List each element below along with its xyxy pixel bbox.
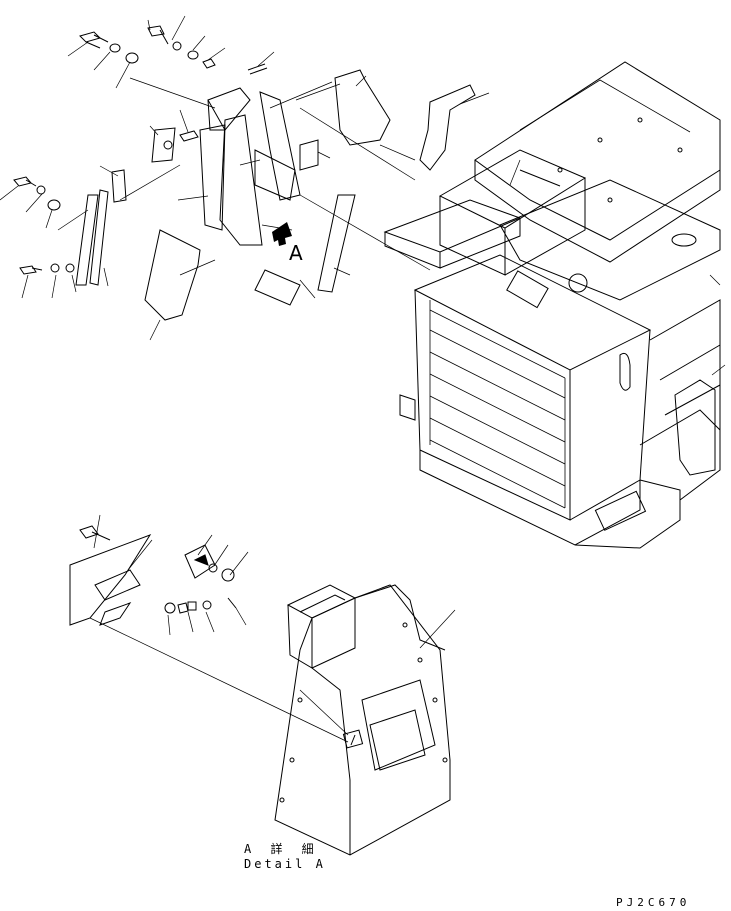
view-label-a: A bbox=[289, 241, 303, 265]
leader-lines bbox=[0, 15, 726, 376]
detail-caption-japanese: A 詳 細 bbox=[244, 842, 320, 856]
bracket-parts bbox=[75, 87, 319, 306]
drawing-code: PJ2C670 bbox=[616, 896, 691, 909]
machine-frame bbox=[383, 61, 721, 549]
detail-a-assembly bbox=[69, 514, 456, 856]
radiator-slats bbox=[429, 300, 566, 509]
detail-caption-english: Detail A bbox=[244, 857, 326, 871]
guard-plates bbox=[144, 69, 476, 321]
view-direction-arrow-icon bbox=[272, 222, 292, 246]
upper-bolts bbox=[13, 25, 268, 275]
